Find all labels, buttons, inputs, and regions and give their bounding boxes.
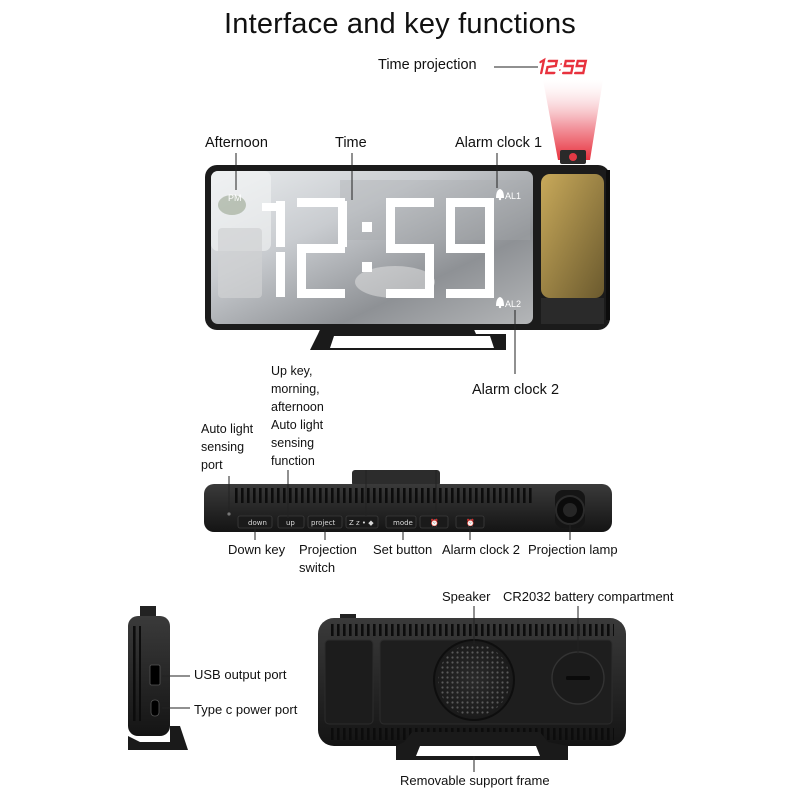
led-time-digits xyxy=(262,198,494,298)
battery-label: CR2032 battery compartment xyxy=(503,589,674,604)
pm-indicator: PM xyxy=(228,193,242,203)
snooze-button xyxy=(345,515,379,529)
svg-text:project: project xyxy=(311,519,336,527)
afternoon-label: Afternoon xyxy=(205,135,268,151)
back-view xyxy=(318,606,626,772)
down-key-label: Down key xyxy=(228,542,286,557)
type-c-port xyxy=(150,699,160,717)
up-button xyxy=(277,515,305,529)
projection-lamp-label: Projection lamp xyxy=(528,542,618,557)
alarm1-bell-icon xyxy=(496,189,504,201)
alarm-clock-2-key-label: Alarm clock 2 xyxy=(442,542,521,557)
support-frame-label: Removable support frame xyxy=(400,773,550,788)
project-button xyxy=(307,515,343,529)
alarm-clock-2-label: Alarm clock 2 xyxy=(472,382,560,398)
projection-switch-label: Projection switch xyxy=(299,542,357,575)
svg-text:up: up xyxy=(286,519,295,527)
auto-light-port-label: Auto light sensing port xyxy=(201,422,254,472)
top-panel: down up project Z z • ◆ mode ⏰ ⏰ xyxy=(204,470,612,540)
alarm2-bell-icon xyxy=(496,297,504,309)
svg-text:mode: mode xyxy=(393,519,413,527)
svg-text:Z z • ◆: Z z • ◆ xyxy=(349,519,374,527)
type-c-label: Type c power port xyxy=(194,702,298,717)
side-view xyxy=(128,606,190,750)
up-key-label: Up key, morning, afternoon Auto light se… xyxy=(271,364,324,468)
svg-text:down: down xyxy=(248,519,267,527)
alarm2-button xyxy=(455,515,485,529)
time-label: Time xyxy=(335,135,367,151)
projected-time-digits xyxy=(539,57,588,75)
projection-beam xyxy=(543,80,603,160)
usb-port xyxy=(149,664,161,686)
alarm1-indicator: AL1 xyxy=(505,191,521,201)
mode-button xyxy=(385,515,417,529)
button-row: down up project Z z • ◆ mode ⏰ ⏰ xyxy=(237,515,485,529)
down-button xyxy=(237,515,273,529)
page-title: Interface and key functions xyxy=(224,8,576,40)
alarm1-button xyxy=(419,515,449,529)
usb-output-label: USB output port xyxy=(194,667,287,682)
set-button-label: Set button xyxy=(373,542,433,557)
svg-text:⏰: ⏰ xyxy=(466,518,475,527)
front-clock: PM AL1 AL2 xyxy=(205,153,610,374)
alarm-clock-1-label: Alarm clock 1 xyxy=(455,135,543,151)
projection-window xyxy=(541,174,604,298)
alarm2-indicator: AL2 xyxy=(505,299,521,309)
time-projection-label: Time projection xyxy=(378,57,477,73)
speaker-label: Speaker xyxy=(442,589,491,604)
svg-text:⏰: ⏰ xyxy=(430,518,439,527)
